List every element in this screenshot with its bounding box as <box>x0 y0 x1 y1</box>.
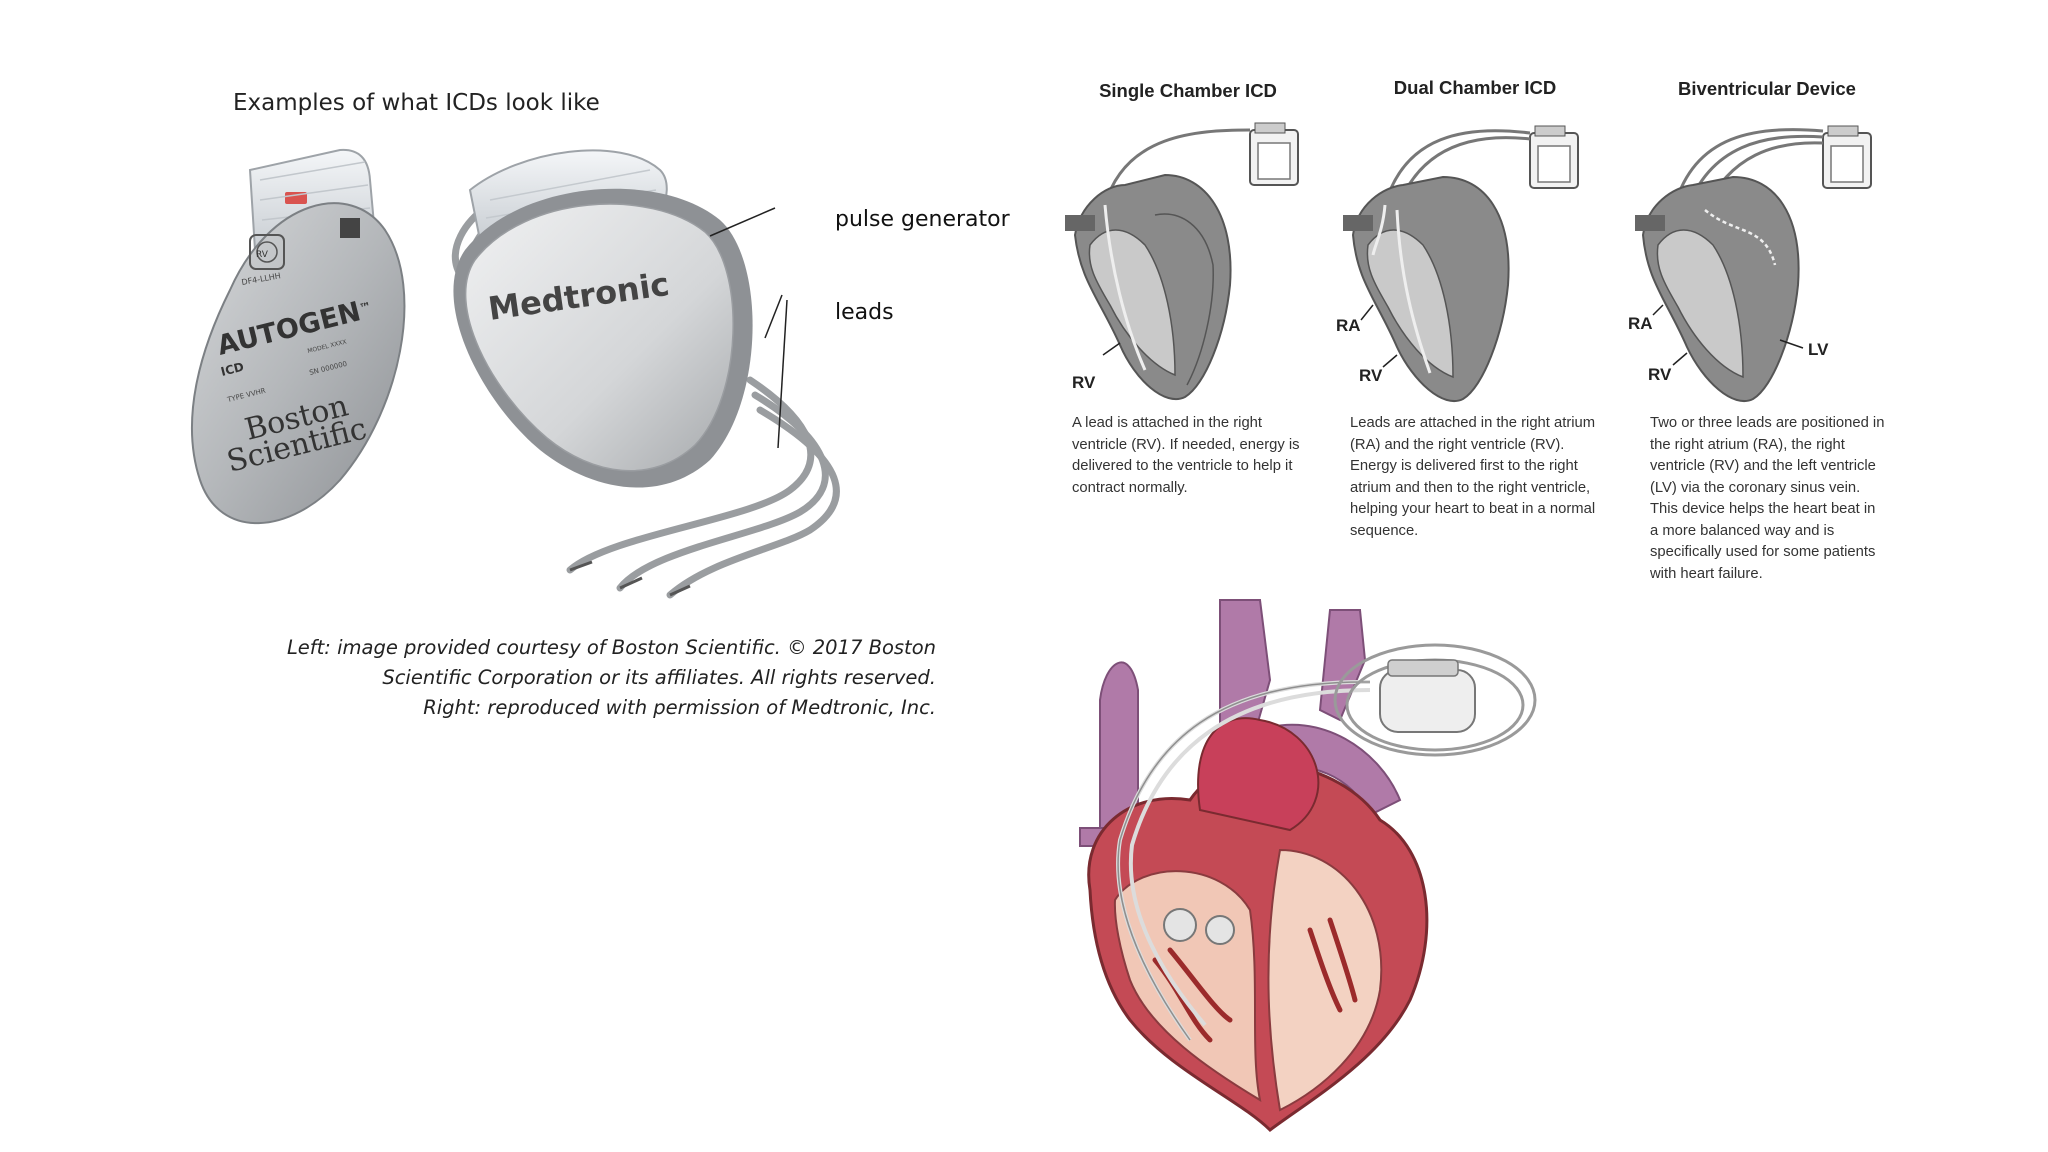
credit-line-3: Right: reproduced with permission of Med… <box>423 696 936 719</box>
dual-chamber-title: Dual Chamber ICD <box>1393 77 1557 98</box>
icd-devices-photo: RV DF4-LLHH AUTOGEN™ ICD MODEL XXXX SN 0… <box>190 148 840 599</box>
biventricular-description: Two or three leads are positioned in the… <box>1650 415 1885 582</box>
biv-ra-label: RA <box>1628 314 1653 333</box>
single-chamber-diagram <box>1065 122 1299 400</box>
medtronic-device: Medtronic <box>453 149 753 488</box>
icd-type-text: ICD <box>219 360 245 379</box>
biv-rv-label: RV <box>1648 365 1672 384</box>
dual-chamber-description: Leads are attached in the right atrium (… <box>1350 415 1596 539</box>
dual-ra-label: RA <box>1336 316 1361 335</box>
dual-rv-label: RV <box>1359 366 1383 385</box>
single-rv-label: RV <box>1072 373 1096 392</box>
rv-badge-text: RV <box>256 250 269 260</box>
dual-chamber-diagram <box>1343 125 1579 402</box>
pulse-generator-callout: pulse generator <box>835 207 1010 232</box>
leads-callout: leads <box>835 300 894 325</box>
biventricular-title: Biventricular Device <box>1678 78 1856 99</box>
credit-line-2: Scientific Corporation or its affiliates… <box>382 666 936 689</box>
credit-line-1: Left: image provided courtesy of Boston … <box>286 636 936 659</box>
biventricular-diagram <box>1635 125 1872 402</box>
single-chamber-description: A lead is attached in the right ventricl… <box>1072 415 1300 496</box>
examples-title: Examples of what ICDs look like <box>233 90 600 116</box>
boston-scientific-device: RV DF4-LLHH AUTOGEN™ ICD MODEL XXXX SN 0… <box>190 148 406 525</box>
biv-lv-label: LV <box>1808 340 1829 359</box>
single-chamber-title: Single Chamber ICD <box>1099 80 1277 101</box>
heart-with-icd-illustration <box>1079 599 1537 1132</box>
image-credit: Left: image provided courtesy of Boston … <box>260 633 936 723</box>
